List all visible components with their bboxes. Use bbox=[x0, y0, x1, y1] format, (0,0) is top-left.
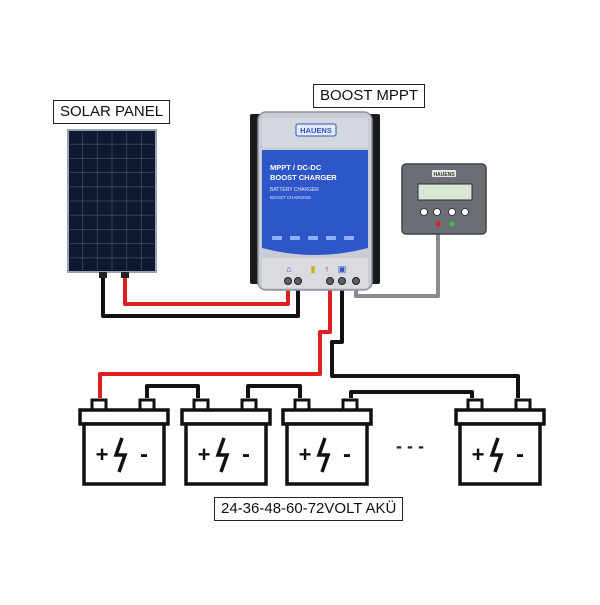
solar-negative-wire bbox=[101, 270, 300, 318]
svg-text:↑: ↑ bbox=[325, 264, 330, 274]
remote-button-3[interactable] bbox=[448, 208, 456, 216]
wires bbox=[98, 232, 520, 398]
series-link-1 bbox=[145, 384, 200, 398]
svg-text:▣: ▣ bbox=[338, 264, 347, 274]
battery-minus-sign: - bbox=[242, 441, 250, 468]
battery-1: +- bbox=[78, 398, 170, 486]
remote-display: HAUENS bbox=[401, 163, 487, 235]
controller-line-4: BOOST CHARGING bbox=[270, 195, 312, 200]
remote-button-1[interactable] bbox=[420, 208, 428, 216]
controller-led-row bbox=[272, 236, 354, 240]
remote-display-brand: HAUENS bbox=[433, 172, 455, 178]
battery-plus-sign: + bbox=[299, 442, 312, 467]
battery-minus-sign: - bbox=[343, 441, 351, 468]
series-link-2 bbox=[246, 384, 302, 398]
battery-bank-label: 24-36-48-60-72VOLT AKÜ bbox=[214, 497, 404, 521]
solar-panel-label: SOLAR PANEL bbox=[53, 100, 171, 124]
series-link-3 bbox=[349, 390, 474, 398]
battery-minus-sign: - bbox=[516, 441, 524, 468]
remote-button-4[interactable] bbox=[461, 208, 469, 216]
remote-lcd-screen bbox=[417, 183, 473, 201]
remote-comm-wire bbox=[354, 232, 440, 298]
controller-line-1: MPPT / DC-DC bbox=[270, 163, 322, 172]
battery-3: +- bbox=[281, 398, 373, 486]
battery-bank: +-+-+-+- bbox=[78, 398, 546, 486]
solar-positive-wire bbox=[123, 270, 290, 306]
controller-line-2: BOOST CHARGER bbox=[270, 173, 337, 182]
battery-4: +- bbox=[454, 398, 546, 486]
svg-text:⌂: ⌂ bbox=[286, 264, 291, 274]
svg-text:▮: ▮ bbox=[311, 264, 316, 274]
battery-2: +- bbox=[180, 398, 272, 486]
battery-minus-sign: - bbox=[140, 441, 148, 468]
battery-plus-sign: + bbox=[472, 442, 485, 467]
controller-terminals bbox=[284, 277, 360, 285]
battery-plus-sign: + bbox=[198, 442, 211, 467]
remote-button-2[interactable] bbox=[433, 208, 441, 216]
boost-mppt-controller: HAUENS MPPT / DC-DC BOOST CHARGER BATTER… bbox=[250, 111, 380, 291]
battery-plus-sign: + bbox=[96, 442, 109, 467]
controller-brand: HAUENS bbox=[300, 126, 332, 135]
battery-negative-wire bbox=[330, 286, 520, 398]
battery-ellipsis: - - - bbox=[396, 436, 424, 456]
controller-terminal-icons: ⌂ ▮ ↑ ▣ bbox=[286, 264, 346, 274]
boost-mppt-label: BOOST MPPT bbox=[313, 84, 426, 108]
solar-panel bbox=[67, 129, 157, 278]
battery-positive-wire bbox=[98, 286, 332, 398]
controller-line-3: BATTERY CHARGER bbox=[270, 187, 319, 193]
